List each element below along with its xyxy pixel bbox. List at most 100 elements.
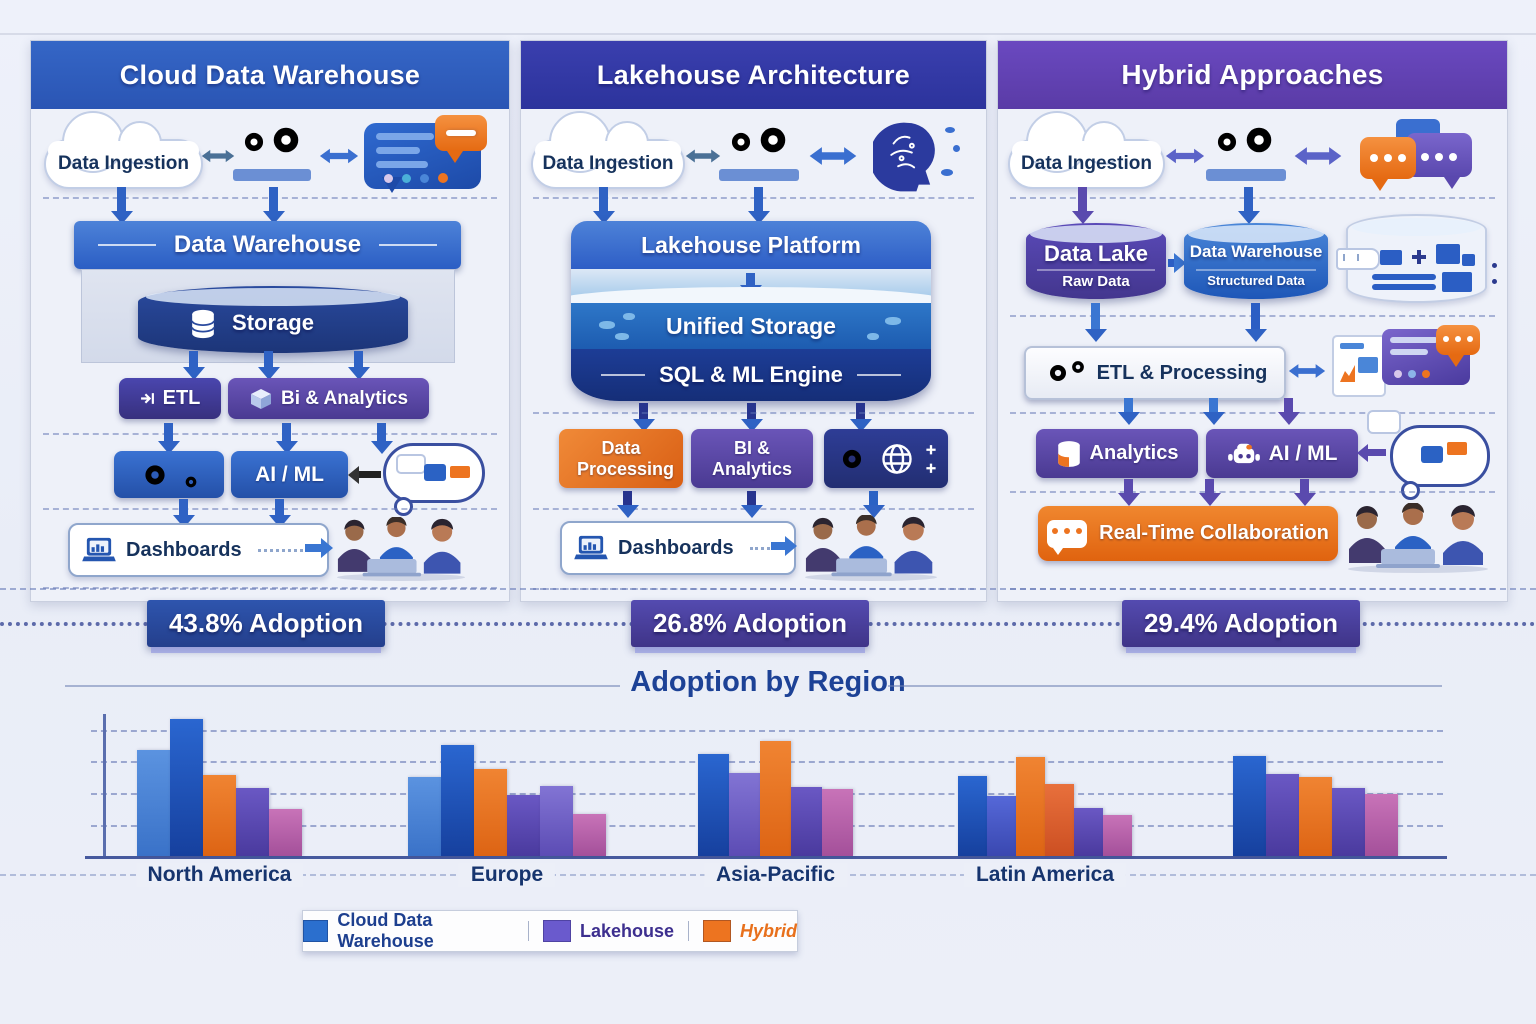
chart-bar <box>1266 774 1299 856</box>
arrow-down-icon <box>747 491 756 505</box>
adoption-badge-lakehouse: 26.8% Adoption <box>631 600 869 653</box>
cloud-icon: Data Ingestion <box>44 111 203 189</box>
arrow-down-icon <box>275 499 284 515</box>
legend-label: Lakehouse <box>580 920 675 941</box>
legend-item-cloud-data-warehouse: Cloud Data Warehouse <box>303 910 514 952</box>
data-processing-node: Data Processing <box>559 429 683 488</box>
legend-label: Hybrid <box>739 920 797 941</box>
gear-icon <box>181 472 201 492</box>
arrow-down-icon <box>1124 398 1133 412</box>
chart-bar <box>1045 784 1074 856</box>
etl-processing-node: ETL & Processing <box>1024 346 1286 400</box>
lakehouse-platform-node: Lakehouse Platform <box>571 221 931 269</box>
arrow-down-icon <box>1124 479 1133 493</box>
double-arrow-icon <box>1165 146 1205 166</box>
double-arrow-icon <box>1288 361 1326 381</box>
cube-icon <box>249 387 273 411</box>
chart-bar <box>540 786 573 856</box>
speech-bubble-icon <box>1436 325 1480 367</box>
arrow-down-icon <box>856 403 865 419</box>
top-divider <box>0 33 1536 35</box>
chat-panel-icon <box>364 115 487 193</box>
gear-icon <box>835 442 869 476</box>
chart-bar <box>760 741 791 856</box>
cloud-icon: Data Ingestion <box>1008 111 1165 189</box>
arrow-down-icon <box>869 491 878 505</box>
arrow-down-icon <box>1251 303 1260 329</box>
data-lake-node: Data Lake Raw Data <box>1026 223 1166 299</box>
gear-icon <box>137 457 173 493</box>
laptop-icon <box>1421 446 1443 463</box>
lakehouse-platform-stack: Lakehouse Platform Unified Storage SQL &… <box>571 221 931 401</box>
chart-bar <box>441 745 474 856</box>
chat-icon <box>1047 519 1088 555</box>
gear-platform <box>233 169 311 181</box>
region-label: Asia-Pacific <box>703 863 848 887</box>
storage-node: Storage <box>138 286 408 353</box>
chart-bar <box>507 795 540 856</box>
double-arrow-icon <box>1288 146 1348 166</box>
arrow-down-icon <box>264 351 273 367</box>
chart-bar <box>987 796 1016 856</box>
arrow-down-icon <box>179 499 188 515</box>
title-rule-right <box>888 685 1442 687</box>
panel-title-text: Cloud Data Warehouse <box>119 59 421 90</box>
etl-node: ETL <box>119 378 221 419</box>
thought-bubble-icon <box>1367 410 1490 500</box>
arrow-down-icon <box>164 423 173 441</box>
bi-analytics-node: BI & Analytics <box>691 429 813 488</box>
adoption-badge-hybrid: 29.4% Adoption <box>1122 600 1360 653</box>
panel-hybrid-approaches: Hybrid Approaches Data Ingestion Data La… <box>997 40 1508 602</box>
arrow-down-icon <box>1300 479 1309 493</box>
data-services-icon <box>1336 214 1487 303</box>
speech-bubble-icon <box>435 115 487 163</box>
arrow-down-icon <box>354 351 363 367</box>
chart-bar <box>170 719 203 856</box>
people-collaboration-icon <box>331 517 471 581</box>
double-arrow-icon <box>803 146 863 166</box>
plus-icon <box>1412 250 1426 264</box>
chart-title: Adoption by Region <box>630 666 906 698</box>
arrow-down-icon <box>1205 479 1214 493</box>
y-axis <box>103 714 106 856</box>
chart-bar <box>269 809 302 856</box>
splash-dot <box>945 127 955 133</box>
processing-gears-node <box>114 451 224 498</box>
brain-head-icon <box>873 122 935 192</box>
arrow-down-icon <box>1284 398 1293 412</box>
title-rule-left <box>65 685 620 687</box>
gear-platform <box>1206 169 1286 181</box>
panel-cloud-data-warehouse: Cloud Data Warehouse Data Ingestion Data… <box>30 40 510 602</box>
chart-bar <box>203 775 236 856</box>
dashboards-node: Dashboards <box>68 523 329 577</box>
database-icon <box>1057 440 1080 467</box>
governance-icons-node <box>824 429 948 488</box>
dashboards-node: Dashboards <box>560 521 796 575</box>
gear-platform <box>719 169 799 181</box>
chart-bar <box>137 750 170 856</box>
arrow-down-icon <box>1244 187 1253 211</box>
region-label: Europe <box>458 863 556 887</box>
chart-bar <box>474 769 507 856</box>
double-arrow-icon <box>201 146 235 166</box>
data-ingestion-label: Data Ingestion <box>542 153 674 174</box>
chart-bar <box>822 789 853 856</box>
chart-bar <box>698 754 729 856</box>
arrow-down-icon <box>1078 187 1087 211</box>
arrow-down-icon <box>639 403 648 419</box>
legend-item-hybrid: Hybrid <box>702 920 797 942</box>
data-warehouse-node: Data Warehouse <box>74 221 461 269</box>
arrow-down-icon <box>746 273 755 285</box>
splash-dot <box>953 145 960 152</box>
gear-icon <box>1236 117 1282 163</box>
tag-icon <box>1336 248 1380 270</box>
chart-bar <box>408 777 441 856</box>
arrow-down-icon <box>1091 303 1100 329</box>
gridline <box>91 730 1443 732</box>
data-ingestion-label: Data Ingestion <box>1021 153 1152 174</box>
adoption-badge-cdw: 43.8% Adoption <box>147 600 385 653</box>
panel-title: Cloud Data Warehouse <box>31 41 509 109</box>
arrow-right-icon <box>1168 259 1174 267</box>
